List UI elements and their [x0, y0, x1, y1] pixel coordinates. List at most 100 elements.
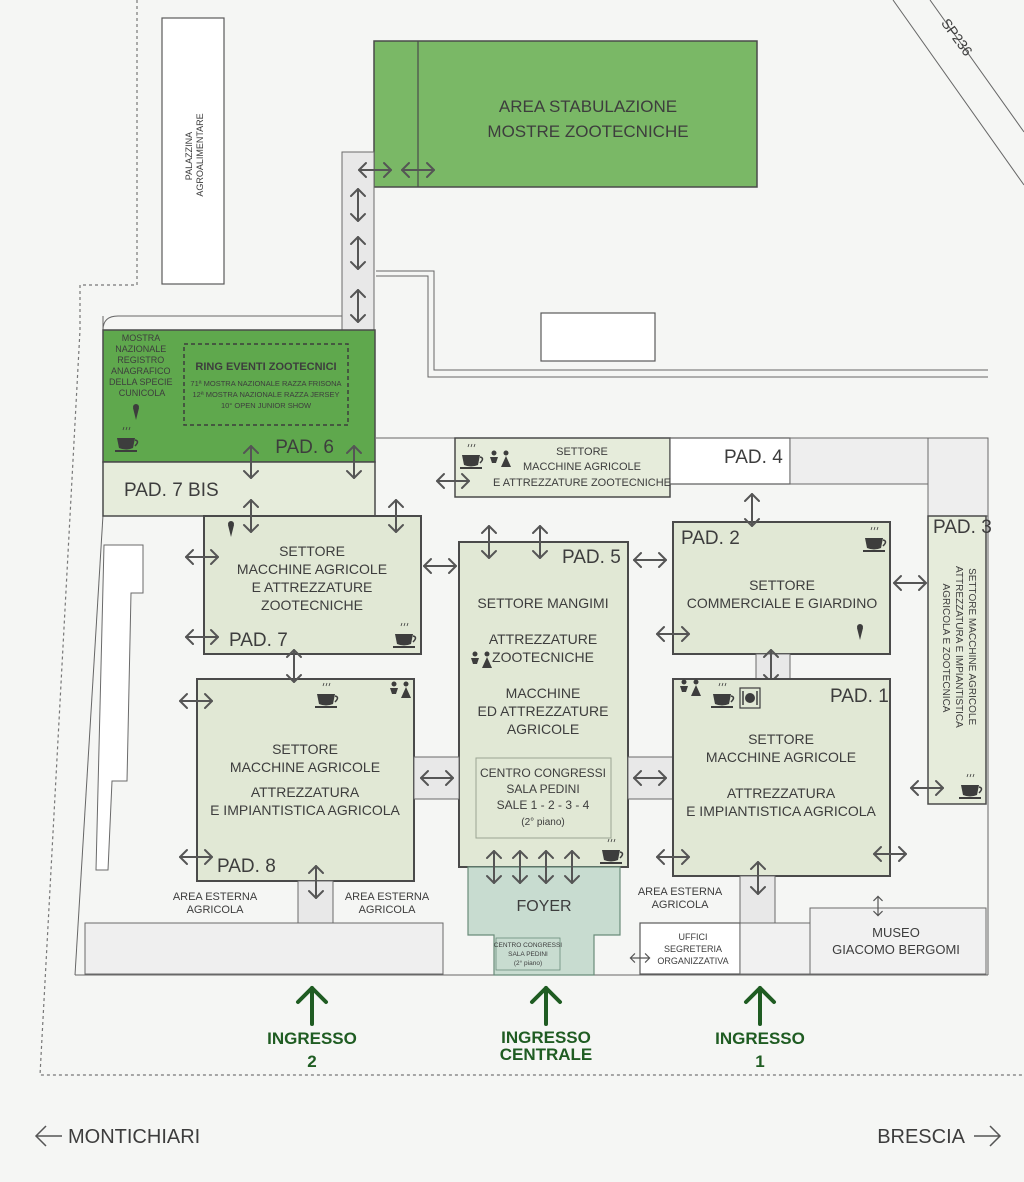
pad-7: SETTORE MACCHINE AGRICOLE E ATTREZZATURE…: [203, 515, 422, 655]
west-strip: [95, 544, 144, 871]
svg-text:INGRESSO: INGRESSO: [501, 1028, 591, 1047]
arrow-right-icon: [974, 1125, 1002, 1147]
walkway-connector: [755, 653, 791, 681]
svg-text:PAD. 1: PAD. 1: [830, 686, 889, 707]
svg-text:PAD. 8: PAD. 8: [217, 856, 276, 877]
svg-text:RING EVENTI ZOOTECNICI: RING EVENTI ZOOTECNICI: [195, 361, 336, 373]
svg-text:PAD. 7: PAD. 7: [229, 630, 288, 651]
svg-text:MOSTRE ZOOTECNICHE: MOSTRE ZOOTECNICHE: [487, 122, 688, 141]
svg-text:ATTREZZATURA: ATTREZZATURA: [251, 784, 360, 800]
svg-text:(2° piano): (2° piano): [514, 959, 542, 967]
svg-text:AGRICOLA: AGRICOLA: [187, 904, 245, 916]
pad-3: PAD. 3 SETTORE MACCHINE AGRICOLE ATTREZZ…: [927, 515, 992, 805]
svg-text:12ª MOSTRA NAZIONALE RAZZA JER: 12ª MOSTRA NAZIONALE RAZZA JERSEY: [193, 390, 340, 399]
area-stabulazione: AREA STABULAZIONE MOSTRE ZOOTECNICHE: [373, 40, 758, 188]
uffici-segreteria: UFFICI SEGRETERIA ORGANIZZATIVA: [629, 922, 741, 975]
svg-text:CENTRO CONGRESSI: CENTRO CONGRESSI: [480, 766, 606, 780]
svg-text:GIACOMO BERGOMI: GIACOMO BERGOMI: [832, 942, 960, 957]
arrow-left-icon: [34, 1125, 62, 1147]
svg-text:AGRICOLE: AGRICOLE: [507, 721, 579, 737]
svg-text:SETTORE: SETTORE: [556, 446, 608, 458]
svg-text:MONTICHIARI: MONTICHIARI: [68, 1126, 200, 1148]
svg-text:AREA ESTERNA: AREA ESTERNA: [173, 891, 258, 903]
direction-brescia: BRESCIA: [877, 1125, 1002, 1148]
svg-text:PALAZZINA AGROALIMENTARE: PALAZZINA AGROALIMENTARE: [184, 113, 205, 196]
ingresso-centrale[interactable]: INGRESSO CENTRALE: [500, 986, 593, 1064]
svg-text:ED ATTREZZATURE: ED ATTREZZATURE: [478, 703, 609, 719]
svg-text:SETTORE: SETTORE: [748, 731, 814, 747]
road-sp236: SP236: [892, 0, 1024, 186]
service-block: [739, 922, 811, 975]
svg-text:ZOOTECNICHE: ZOOTECNICHE: [261, 597, 363, 613]
svg-text:MUSEO: MUSEO: [872, 925, 920, 940]
mostra-cunicola-label: MOSTRA NAZIONALE REGISTRO ANAGRAFICO DEL…: [109, 333, 175, 398]
svg-text:(2° piano): (2° piano): [521, 817, 564, 828]
svg-text:COMMERCIALE E GIARDINO: COMMERCIALE E GIARDINO: [687, 595, 878, 611]
service-block: [927, 437, 989, 517]
pad-6: MOSTRA NAZIONALE REGISTRO ANAGRAFICO DEL…: [102, 329, 376, 463]
foyer: FOYER CENTRO CONGRESSI SALA PEDINI (2° p…: [467, 866, 621, 976]
svg-text:BRESCIA: BRESCIA: [877, 1126, 965, 1148]
svg-text:PAD. 2: PAD. 2: [681, 528, 740, 549]
svg-text:PAD. 3: PAD. 3: [933, 517, 992, 538]
svg-text:CENTRALE: CENTRALE: [500, 1045, 593, 1064]
svg-text:MACCHINE AGRICOLE: MACCHINE AGRICOLE: [523, 461, 641, 473]
svg-text:E IMPIANTISTICA AGRICOLA: E IMPIANTISTICA AGRICOLA: [686, 803, 876, 819]
svg-text:MACCHINE AGRICOLE: MACCHINE AGRICOLE: [706, 749, 856, 765]
svg-text:MACCHINE AGRICOLE: MACCHINE AGRICOLE: [237, 561, 387, 577]
svg-text:2: 2: [307, 1052, 316, 1071]
ingresso-1[interactable]: INGRESSO 1: [715, 986, 805, 1071]
svg-text:SALA PEDINI: SALA PEDINI: [506, 782, 579, 796]
svg-text:INGRESSO: INGRESSO: [267, 1029, 357, 1048]
svg-text:CENTRO CONGRESSI: CENTRO CONGRESSI: [494, 942, 562, 949]
svg-text:AREA ESTERNA: AREA ESTERNA: [638, 886, 723, 898]
svg-text:SETTORE MACCHINE AGRICOLE: SETTORE MACCHINE AGRICOLE ATTREZZATURA E…: [940, 566, 977, 730]
svg-text:AREA ESTERNA: AREA ESTERNA: [345, 891, 430, 903]
svg-text:MACCHINE AGRICOLE: MACCHINE AGRICOLE: [230, 759, 380, 775]
svg-text:71ª MOSTRA NAZIONALE RAZZA FRI: 71ª MOSTRA NAZIONALE RAZZA FRISONA: [190, 379, 341, 388]
svg-text:SALE 1 - 2 - 3 - 4: SALE 1 - 2 - 3 - 4: [497, 798, 590, 812]
direction-montichiari: MONTICHIARI: [34, 1125, 200, 1148]
svg-text:ATTREZZATURE: ATTREZZATURE: [489, 631, 597, 647]
restaurant-icon: [739, 687, 761, 709]
pad-5: PAD. 5 SETTORE MANGIMI ATTREZZATURE ZOOT…: [458, 541, 629, 868]
svg-text:PAD. 5: PAD. 5: [562, 547, 621, 568]
ingresso-2[interactable]: INGRESSO 2: [267, 986, 357, 1071]
svg-text:10° OPEN JUNIOR SHOW: 10° OPEN JUNIOR SHOW: [221, 401, 312, 410]
svg-text:SETTORE MANGIMI: SETTORE MANGIMI: [477, 595, 608, 611]
svg-text:PAD. 7 BIS: PAD. 7 BIS: [124, 480, 219, 501]
ingresso-2-building: [84, 922, 444, 975]
svg-text:MACCHINE: MACCHINE: [506, 685, 581, 701]
svg-text:ZOOTECNICHE: ZOOTECNICHE: [492, 649, 594, 665]
palazzina-agroalimentare: PALAZZINA AGROALIMENTARE: [161, 17, 225, 285]
svg-text:INGRESSO: INGRESSO: [715, 1029, 805, 1048]
road-label: SP236: [938, 15, 976, 59]
svg-text:ORGANIZZATIVA: ORGANIZZATIVA: [657, 956, 728, 966]
svg-text:AGRICOLA: AGRICOLA: [652, 899, 710, 911]
service-building: [540, 312, 656, 362]
museo-giacomo-bergomi: MUSEO GIACOMO BERGOMI: [809, 895, 987, 975]
svg-text:PAD. 6: PAD. 6: [275, 437, 334, 458]
svg-text:AREA STABULAZIONE: AREA STABULAZIONE: [499, 97, 677, 116]
svg-text:SETTORE: SETTORE: [272, 741, 338, 757]
svg-text:SALA PEDINI: SALA PEDINI: [508, 951, 548, 958]
svg-text:AGRICOLA: AGRICOLA: [359, 904, 417, 916]
svg-text:SETTORE: SETTORE: [749, 577, 815, 593]
ring-eventi-box: [183, 343, 349, 426]
svg-text:SETTORE: SETTORE: [279, 543, 345, 559]
svg-text:E ATTREZZATURE ZOOTECNICHE: E ATTREZZATURE ZOOTECNICHE: [493, 477, 671, 489]
centro-congressi-box: [475, 757, 612, 839]
svg-text:SEGRETERIA: SEGRETERIA: [664, 944, 722, 954]
svg-text:E ATTREZZATURE: E ATTREZZATURE: [252, 579, 373, 595]
svg-text:FOYER: FOYER: [516, 898, 571, 915]
pad-7-bis: PAD. 7 BIS: [102, 461, 376, 517]
svg-text:1: 1: [755, 1052, 764, 1071]
svg-text:UFFICI: UFFICI: [679, 932, 708, 942]
pad-8: SETTORE MACCHINE AGRICOLE ATTREZZATURA E…: [196, 678, 415, 882]
svg-text:E IMPIANTISTICA AGRICOLA: E IMPIANTISTICA AGRICOLA: [210, 802, 400, 818]
svg-text:ATTREZZATURA: ATTREZZATURA: [727, 785, 836, 801]
pad-2: PAD. 2 SETTORE COMMERCIALE E GIARDINO: [672, 521, 891, 655]
perimeter-line: [39, 0, 1024, 1076]
svg-text:PAD. 4: PAD. 4: [724, 447, 783, 468]
